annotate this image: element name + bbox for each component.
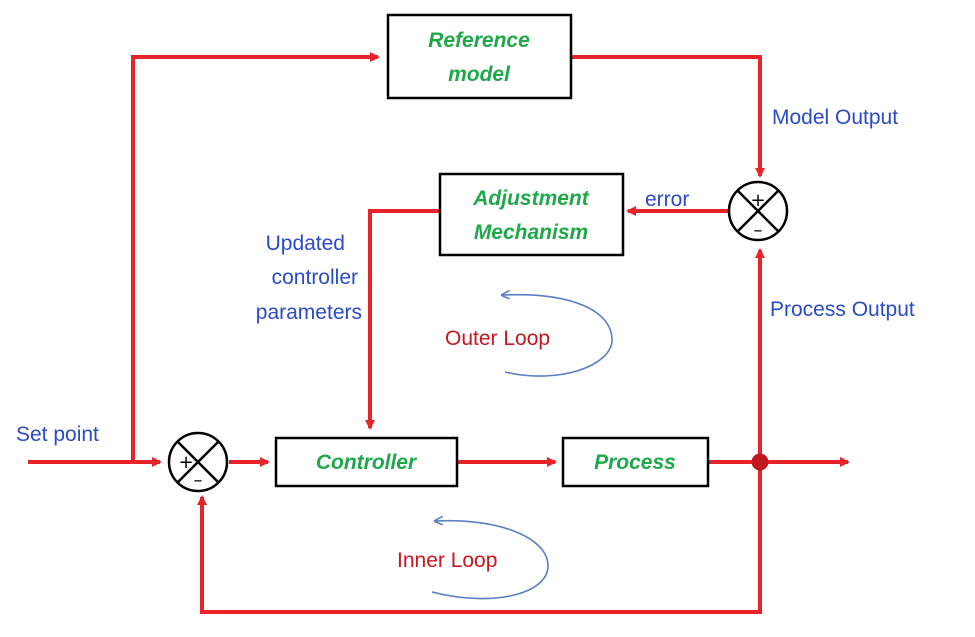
set-point-to-reference-wire: [131, 52, 380, 462]
error-sum-minus-sign: –: [754, 220, 763, 241]
updated-params-line2: controller: [272, 266, 358, 289]
process-block[interactable]: Process: [561, 436, 710, 488]
inner-loop-label: Inner Loop: [397, 549, 497, 572]
model-output-wire: [571, 55, 765, 178]
updated-params-label: Updated controller parameters: [256, 232, 362, 324]
reference-model-block[interactable]: Reference model: [386, 13, 573, 100]
reference-model-label-line1: Reference: [428, 29, 530, 52]
process-output-label: Process Output: [770, 298, 915, 321]
updated-params-wire: [365, 209, 440, 430]
set-point-label: Set point: [16, 423, 99, 446]
adjustment-mechanism-label-line2: Mechanism: [474, 221, 588, 244]
inner-sum-plus-sign: +: [178, 452, 193, 473]
inner-sum-minus-sign: –: [194, 470, 203, 491]
process-label: Process: [594, 451, 676, 474]
branch-point: [751, 453, 769, 471]
outer-loop-label: Outer Loop: [445, 327, 550, 350]
error-label: error: [645, 188, 689, 211]
error-summing-junction: + –: [727, 180, 789, 242]
adjustment-mechanism-block[interactable]: Adjustment Mechanism: [438, 172, 625, 257]
updated-params-line3: parameters: [256, 301, 362, 324]
inner-loop-arrow: [431, 521, 549, 600]
inner-feedback-wire: [197, 462, 762, 614]
reference-model-label-line2: model: [448, 63, 511, 86]
inner-summing-junction: + –: [167, 431, 229, 493]
adjustment-mechanism-label-line1: Adjustment: [472, 187, 590, 210]
controller-label: Controller: [316, 451, 418, 474]
controller-block[interactable]: Controller: [274, 436, 459, 488]
error-sum-plus-sign: +: [750, 190, 765, 211]
outer-loop-arrow: [503, 295, 613, 377]
updated-params-line1: Updated: [266, 232, 345, 255]
model-output-label: Model Output: [772, 106, 898, 129]
